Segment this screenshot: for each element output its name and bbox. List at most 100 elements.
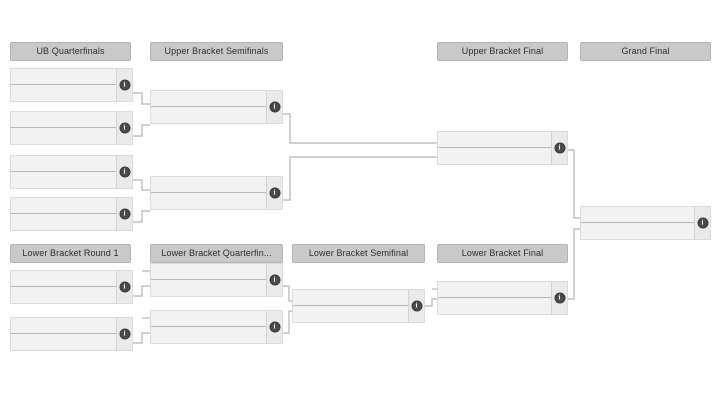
match-slot-top[interactable] — [11, 318, 116, 334]
match-slot-bottom[interactable] — [151, 327, 266, 343]
match-lbqf-2[interactable]: i — [150, 310, 283, 344]
match-info-cell[interactable]: i — [551, 282, 567, 314]
match-info-cell[interactable]: i — [266, 91, 282, 123]
match-slot-top[interactable] — [581, 207, 694, 223]
connector-line — [133, 124, 150, 137]
match-ubqf-2[interactable]: i — [10, 111, 133, 145]
connector-line — [133, 210, 150, 223]
match-info-cell[interactable]: i — [116, 198, 132, 230]
connector-line — [425, 298, 437, 307]
round-header-grand-final: Grand Final — [580, 42, 711, 61]
match-slots — [11, 156, 116, 188]
match-slots — [581, 207, 694, 239]
info-icon[interactable]: i — [269, 321, 280, 333]
match-slot-bottom[interactable] — [438, 298, 551, 314]
match-lbsf-1[interactable]: i — [292, 289, 425, 323]
match-slot-top[interactable] — [11, 69, 116, 85]
match-slots — [11, 198, 116, 230]
match-slot-top[interactable] — [438, 282, 551, 298]
match-info-cell[interactable]: i — [116, 69, 132, 101]
match-info-cell[interactable]: i — [266, 264, 282, 296]
info-icon[interactable]: i — [269, 274, 280, 286]
match-info-cell[interactable]: i — [116, 112, 132, 144]
match-slots — [151, 177, 266, 209]
round-header-lb-final: Lower Bracket Final — [437, 244, 568, 263]
match-slot-top[interactable] — [438, 132, 551, 148]
info-icon[interactable]: i — [119, 122, 130, 134]
connector-line — [283, 113, 437, 144]
match-slots — [151, 91, 266, 123]
match-slot-bottom[interactable] — [11, 214, 116, 230]
match-ubqf-1[interactable]: i — [10, 68, 133, 102]
connector-line — [568, 149, 580, 219]
match-slots — [11, 112, 116, 144]
match-slot-top[interactable] — [151, 91, 266, 107]
match-info-cell[interactable]: i — [116, 318, 132, 350]
info-icon[interactable]: i — [119, 166, 130, 178]
match-slot-bottom[interactable] — [11, 287, 116, 303]
connector-line — [133, 92, 150, 105]
match-slot-top[interactable] — [151, 177, 266, 193]
match-slots — [11, 318, 116, 350]
match-slot-top[interactable] — [293, 290, 408, 306]
match-ubqf-3[interactable]: i — [10, 155, 133, 189]
match-slot-bottom[interactable] — [11, 334, 116, 350]
match-slot-bottom[interactable] — [438, 148, 551, 164]
match-slot-top[interactable] — [11, 156, 116, 172]
match-slot-bottom[interactable] — [293, 306, 408, 322]
match-slot-bottom[interactable] — [151, 193, 266, 209]
match-slot-top[interactable] — [11, 271, 116, 287]
info-icon[interactable]: i — [119, 79, 130, 91]
match-info-cell[interactable]: i — [408, 290, 424, 322]
info-icon[interactable]: i — [119, 281, 130, 293]
info-icon[interactable]: i — [554, 292, 565, 304]
match-slot-bottom[interactable] — [11, 128, 116, 144]
match-ubf-1[interactable]: i — [437, 131, 568, 165]
match-slot-bottom[interactable] — [11, 172, 116, 188]
info-icon[interactable]: i — [269, 187, 280, 199]
match-ubqf-4[interactable]: i — [10, 197, 133, 231]
match-slots — [11, 69, 116, 101]
match-gf-1[interactable]: i — [580, 206, 711, 240]
match-slot-bottom[interactable] — [581, 223, 694, 239]
match-slots — [438, 132, 551, 164]
match-lbr1-2[interactable]: i — [10, 317, 133, 351]
round-header-lb-semifinal: Lower Bracket Semifinal — [292, 244, 425, 263]
match-lbr1-1[interactable]: i — [10, 270, 133, 304]
match-slot-top[interactable] — [11, 112, 116, 128]
match-slots — [11, 271, 116, 303]
info-icon[interactable]: i — [697, 217, 708, 229]
round-header-lb-round-1: Lower Bracket Round 1 — [10, 244, 131, 263]
connector-line — [133, 332, 150, 344]
match-slot-bottom[interactable] — [151, 280, 266, 296]
match-slots — [293, 290, 408, 322]
match-lbf-1[interactable]: i — [437, 281, 568, 315]
match-slot-top[interactable] — [151, 264, 266, 280]
info-icon[interactable]: i — [411, 300, 422, 312]
match-info-cell[interactable]: i — [266, 311, 282, 343]
match-slot-top[interactable] — [151, 311, 266, 327]
match-info-cell[interactable]: i — [116, 156, 132, 188]
match-info-cell[interactable]: i — [266, 177, 282, 209]
info-icon[interactable]: i — [119, 208, 130, 220]
info-icon[interactable]: i — [554, 142, 565, 154]
match-slot-top[interactable] — [11, 198, 116, 214]
round-header-ub-quarterfinals: UB Quarterfinals — [10, 42, 131, 61]
connector-line — [133, 285, 150, 297]
match-ubsf-1[interactable]: i — [150, 90, 283, 124]
match-info-cell[interactable]: i — [694, 207, 710, 239]
match-slot-bottom[interactable] — [151, 107, 266, 123]
match-slots — [438, 282, 551, 314]
info-icon[interactable]: i — [119, 328, 130, 340]
connector-line — [283, 156, 437, 201]
match-info-cell[interactable]: i — [551, 132, 567, 164]
match-info-cell[interactable]: i — [116, 271, 132, 303]
info-icon[interactable]: i — [269, 101, 280, 113]
connector-line — [283, 310, 292, 334]
match-slots — [151, 264, 266, 296]
connector-line — [283, 285, 292, 302]
match-ubsf-2[interactable]: i — [150, 176, 283, 210]
match-lbqf-1[interactable]: i — [150, 263, 283, 297]
round-header-ub-final: Upper Bracket Final — [437, 42, 568, 61]
match-slot-bottom[interactable] — [11, 85, 116, 101]
